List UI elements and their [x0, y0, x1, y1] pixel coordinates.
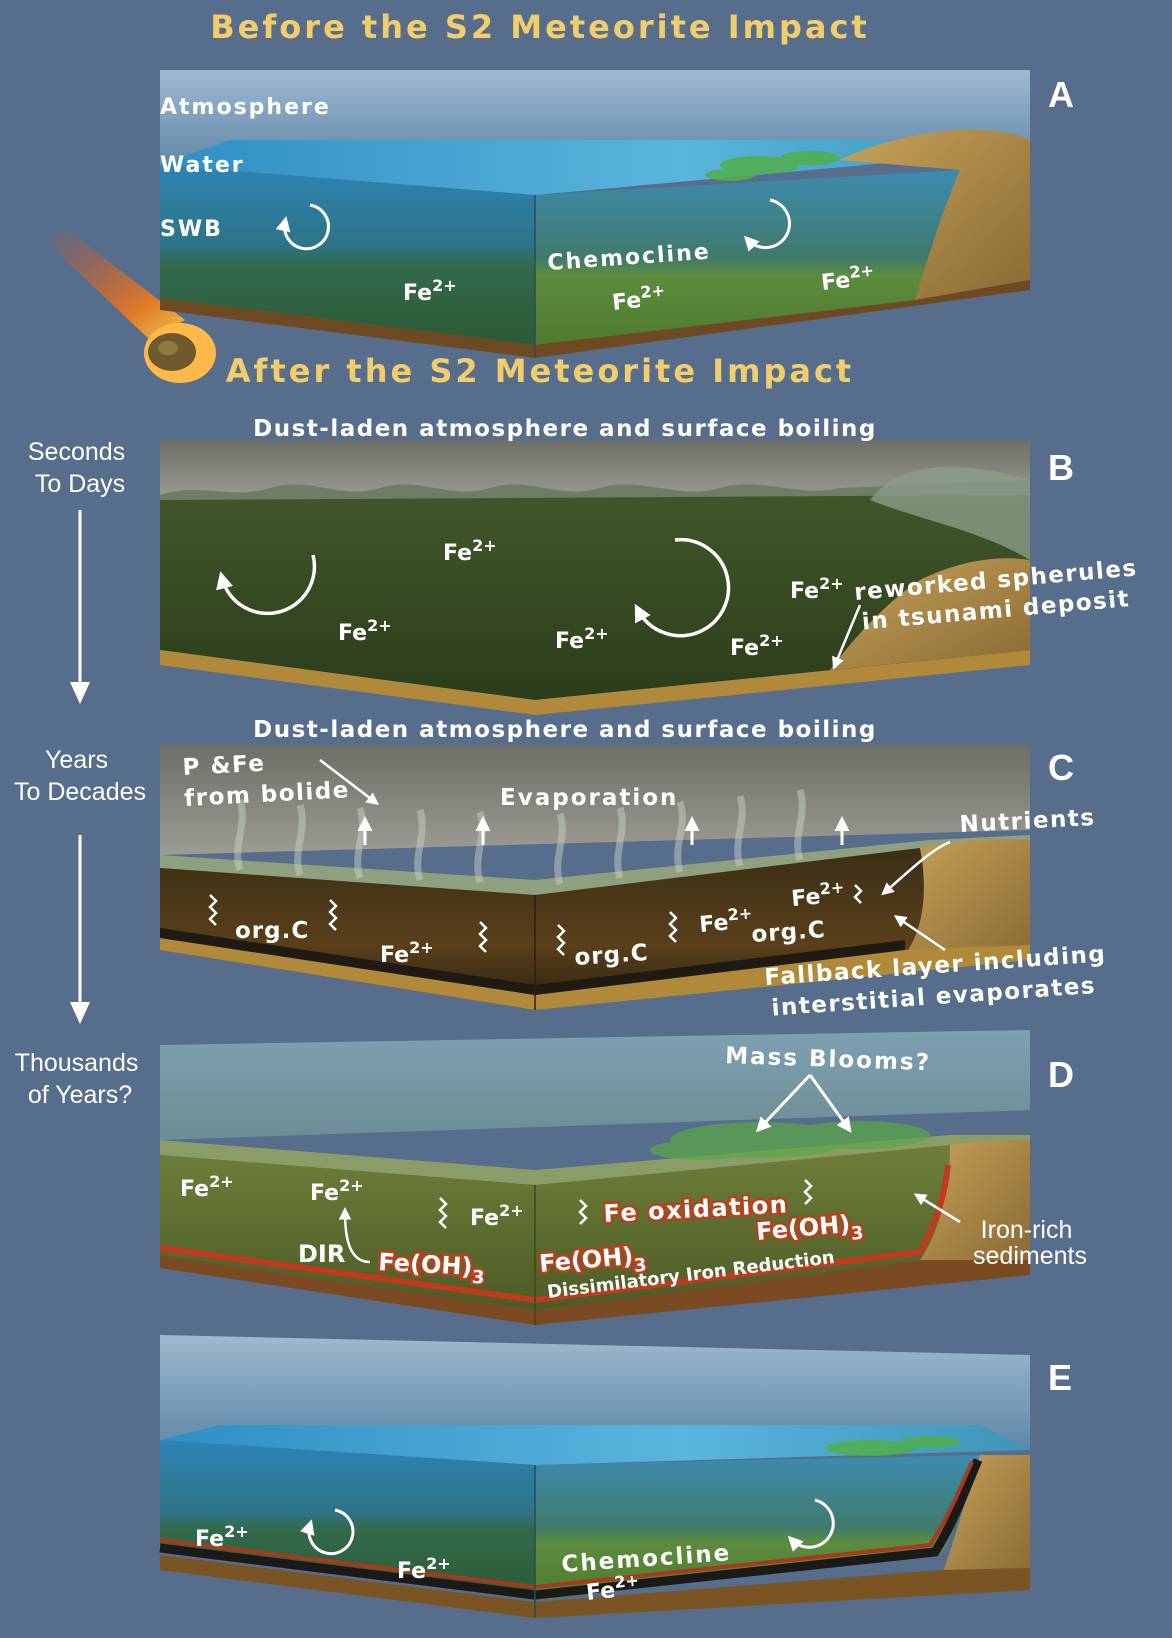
org-c-label: org.C [235, 918, 309, 944]
circulation-arrow [216, 554, 317, 616]
org-c-sink-arrows [208, 884, 863, 956]
fe-ion-label: Fe2+ [195, 1522, 249, 1552]
fe-ion-label: Fe2+ [730, 631, 784, 661]
fe-ion-label: Fe2+ [819, 261, 875, 296]
fe-ion-label: Fe2+ [338, 616, 392, 646]
org-c-label: org.C [751, 917, 827, 948]
circulation-arrow [634, 537, 731, 638]
dust-caption-b: Dust-laden atmosphere and surface boilin… [253, 416, 877, 442]
panel-c: C Dust-laden atmosphere and surface boil… [160, 717, 1107, 1022]
atmosphere-label: Atmosphere [160, 95, 331, 120]
bolide-pointer [319, 759, 379, 806]
timeline-seconds-to-days: Seconds To Days [28, 438, 132, 498]
iron-rich-sediments-label: Iron-rich sediments [973, 1216, 1087, 1270]
circulation-arrow [275, 203, 330, 251]
fe-ion-label: Fe2+ [443, 536, 497, 566]
fe-ion-label: Fe2+ [790, 574, 844, 604]
panel-a: A Atmosphere Water SWB Chemocline Fe2+ F… [160, 70, 1074, 358]
fe-ion-label: Fe2+ [698, 903, 754, 938]
dir-label: DIR [298, 1240, 345, 1268]
timeline-thousands-of-years: Thousands of Years? [15, 1049, 146, 1109]
iron-sediment-pointer [913, 1193, 961, 1224]
bloom-arrow [808, 1074, 852, 1133]
fe-ion-label: Fe2+ [310, 1176, 364, 1206]
title-before: Before the S2 Meteorite Impact [210, 8, 869, 46]
panel-letter-b: B [1048, 447, 1074, 488]
dust-caption-c: Dust-laden atmosphere and surface boilin… [253, 717, 877, 743]
panel-d: D Mass Blooms? Fe2+ Fe2+ Fe2+ DIR Fe(OH)… [159, 1030, 1087, 1325]
water-label: Water [160, 153, 245, 178]
panel-e: E Chemocline Fe2+ Fe2+ Fe2+ [159, 1335, 1072, 1618]
fe-ion-label: Fe2+ [397, 1554, 451, 1584]
fe-ion-label: Fe2+ [610, 281, 666, 316]
circulation-arrow [743, 198, 791, 252]
panel-letter-c: C [1048, 747, 1074, 788]
fe-ion-label: Fe2+ [555, 624, 609, 654]
meteor-illustration [40, 232, 216, 383]
fe-ion-label: Fe2+ [790, 877, 846, 912]
org-c-label: org.C [574, 940, 650, 971]
panel-b: B Dust-laden atmosphere and surface boil… [160, 416, 1139, 715]
swb-label: SWB [160, 217, 223, 242]
timeline-years-to-decades: Years To Decades [14, 746, 146, 806]
evaporation-label: Evaporation [500, 785, 678, 811]
circulation-arrow [300, 1508, 355, 1556]
panel-letter-d: D [1048, 1054, 1074, 1095]
panel-letter-a: A [1048, 74, 1074, 115]
timeline: Seconds To Days Years To Decades Thousan… [14, 438, 146, 1109]
dir-arrow [338, 1207, 371, 1264]
fallback-pointer [893, 915, 946, 952]
fe-ion-label: Fe2+ [403, 276, 457, 306]
fe-ion-label: Fe2+ [470, 1201, 524, 1231]
spherules-pointer [832, 604, 862, 670]
oxidation-arrows [438, 1179, 813, 1229]
fe-ion-label: Fe2+ [380, 938, 434, 968]
circulation-arrow [787, 1498, 835, 1552]
panel-letter-e: E [1048, 1357, 1072, 1398]
bloom-arrow [755, 1073, 812, 1133]
title-after: After the S2 Meteorite Impact [226, 352, 854, 390]
nutrients-pointer [881, 840, 951, 896]
fe-ion-label: Fe2+ [584, 1571, 640, 1606]
fe-ion-label: Fe2+ [180, 1172, 234, 1202]
